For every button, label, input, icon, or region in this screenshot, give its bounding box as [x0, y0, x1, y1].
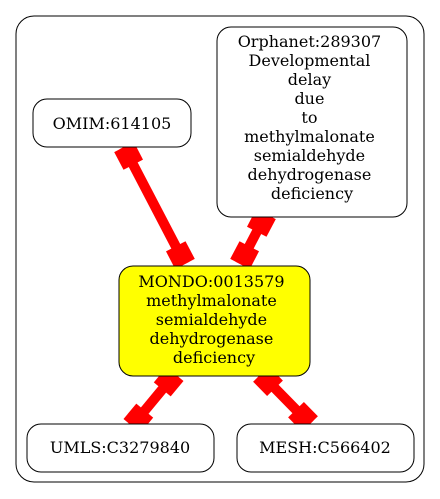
node-box	[32, 98, 192, 148]
node-label-line: semialdehyde	[254, 146, 365, 165]
node-box	[118, 265, 311, 377]
node-label-line: methylmalonate	[244, 127, 375, 146]
node-label-line: delay	[288, 70, 331, 89]
node-label-line: due	[294, 89, 324, 108]
node-label-line: dehydrogenase	[248, 165, 372, 184]
node-label-line: deficiency	[271, 184, 353, 203]
edge-mondo-umls	[123, 367, 184, 433]
edge-end-marker	[166, 241, 195, 270]
node-omim[interactable]: OMIM:614105	[32, 98, 192, 148]
node-label-line: UMLS:C3279840	[50, 438, 190, 457]
edge-end-marker	[230, 241, 259, 270]
node-label-line: MONDO:0013579	[138, 272, 284, 291]
node-label-line: to	[301, 108, 317, 127]
node-label-line: dehydrogenase	[150, 329, 274, 348]
node-label: MESH:C566402	[259, 438, 391, 457]
node-mesh[interactable]: MESH:C566402	[236, 423, 415, 473]
edge-line	[119, 144, 190, 267]
node-box	[216, 26, 408, 218]
edge-end-marker	[114, 141, 143, 170]
node-label-line: Orphanet:289307	[238, 32, 382, 51]
node-label: Orphanet:289307 Developmental delay due …	[238, 32, 387, 203]
node-box	[26, 423, 215, 473]
node-box	[236, 423, 415, 473]
edge-orphanet-mondo	[230, 208, 276, 270]
node-mondo[interactable]: MONDO:0013579 methylmalonate semialdehyd…	[118, 265, 311, 377]
node-label-line: OMIM:614105	[53, 114, 172, 133]
node-label: OMIM:614105	[53, 114, 172, 133]
edge-omim-mondo	[114, 141, 195, 270]
node-label: UMLS:C3279840	[50, 438, 190, 457]
node-label-line: Developmental	[249, 51, 371, 70]
node-orphanet[interactable]: Orphanet:289307 Developmental delay due …	[216, 26, 408, 218]
node-label: MONDO:0013579 methylmalonate semialdehyd…	[138, 272, 289, 367]
node-label-line: MESH:C566402	[259, 438, 391, 457]
node-umls[interactable]: UMLS:C3279840	[26, 423, 215, 473]
node-label-line: methylmalonate	[146, 291, 277, 310]
node-label-line: deficiency	[173, 348, 255, 367]
cluster-frame	[15, 15, 425, 483]
node-label-line: semialdehyde	[156, 310, 267, 329]
